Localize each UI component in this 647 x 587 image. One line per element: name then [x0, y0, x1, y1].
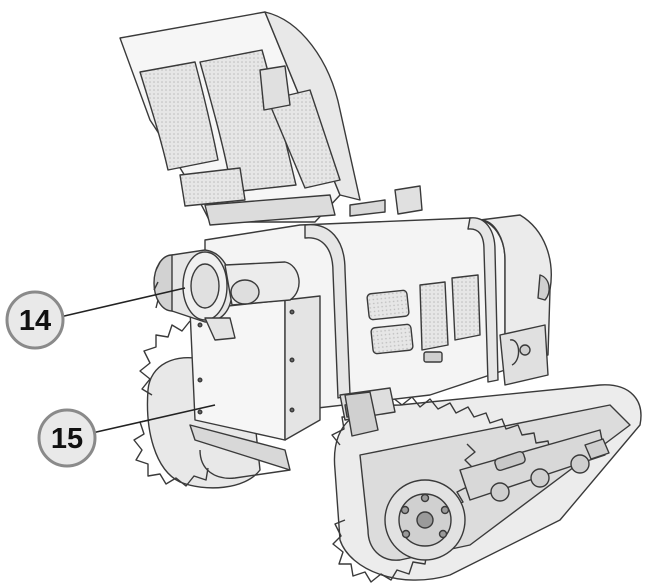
open-hood: [119, 11, 423, 226]
callout-14-badge: [5, 290, 65, 350]
machine-drawing: [119, 11, 642, 583]
callout-14-leader: [59, 287, 186, 318]
callout-15-number: 15: [51, 423, 83, 455]
air-filter: [153, 249, 300, 341]
callout-15-leader: [91, 404, 216, 434]
right-track: [331, 384, 642, 583]
callout-15: 15: [37, 408, 97, 468]
callout-14: 14: [5, 290, 65, 350]
callout-15-badge: [37, 408, 97, 468]
callout-14-number: 14: [19, 305, 51, 337]
